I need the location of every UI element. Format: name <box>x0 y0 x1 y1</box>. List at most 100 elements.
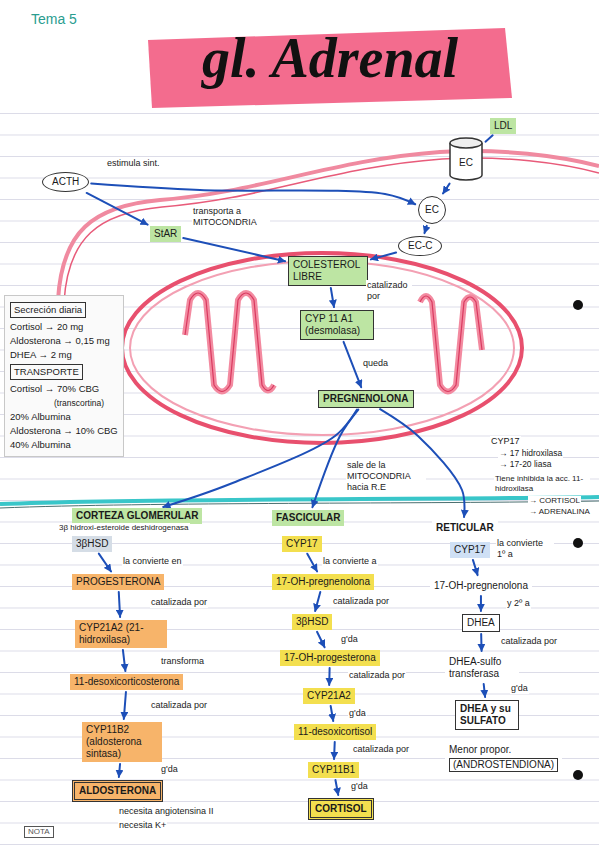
node-text: CYP21A2 <box>307 690 351 702</box>
node-text: COLESTEROL LIBRE <box>293 259 363 283</box>
node-text: 17-OH-pregnenolona <box>434 580 528 592</box>
edge-label: la convierte en <box>122 556 183 567</box>
cell-membrane <box>64 158 599 302</box>
node-text: 3βHSD <box>76 538 108 550</box>
mitochondrial-cristae <box>420 296 482 392</box>
enzyme-note: Tiene inhibida la acc. 11-hidroxilasa <box>494 474 590 494</box>
node-text: 20% Albumina <box>10 410 118 424</box>
node-text: ACTH <box>52 176 79 188</box>
pathway-arrow <box>163 410 357 507</box>
edge-label: queda <box>362 358 389 369</box>
requirement-note: necesita K+ <box>118 820 167 831</box>
node-text: Menor propor. <box>449 744 558 756</box>
node-text: CYP17 <box>454 544 486 556</box>
enzyme-box: 3βHSD <box>292 614 332 630</box>
pathway-arrow <box>424 226 426 233</box>
node-text: 17-OH-pregnenolona <box>276 576 370 588</box>
enzyme-box: CYP11B2 (aldosterona sintasa) <box>82 722 162 762</box>
product-box: PREGNENOLONA <box>318 390 414 408</box>
node-text: Aldosterona → 0,15 mg <box>10 334 118 348</box>
node-text: DHEA → 2 mg <box>10 348 118 362</box>
zone-heading: FASCICULAR <box>272 510 344 526</box>
hormone-oval: ACTH <box>42 172 89 192</box>
hormone-box: DHEA y su SULFATO <box>455 700 519 730</box>
pathway-arrow <box>371 253 396 260</box>
enzyme-note: → CORTISOL <box>528 496 581 506</box>
edge-label: catalizada por <box>332 596 390 607</box>
steroid-box: 17-OH-progesterona <box>280 650 380 666</box>
node-text: DHEA <box>467 617 495 629</box>
steroid-box: 11-desoxicorticosterona <box>70 674 183 690</box>
mitochondrial-cristae <box>420 296 482 392</box>
node-text: CORTISOL <box>315 803 367 815</box>
enzyme-box: CYP17 <box>282 536 322 552</box>
binder-hole <box>573 770 583 780</box>
node-text: Secreción diaria <box>10 302 86 318</box>
node-text: 3βHSD <box>296 616 328 628</box>
edge-label: catalizada por <box>352 744 410 755</box>
page-footer: NOTA <box>24 826 54 838</box>
node-text: Aldosterona → 10% CBG <box>10 424 118 438</box>
pathway-arrow <box>183 238 285 261</box>
node-text: PROGESTERONA <box>76 576 160 588</box>
topic-number: Tema 5 <box>30 10 78 28</box>
node-text: RETICULAR <box>436 522 494 534</box>
enzyme-box: CYP21A2 <box>303 688 355 704</box>
hormone-box: CORTISOL <box>308 798 374 820</box>
edge-label: transporta a MITOCONDRIA <box>192 206 270 228</box>
node-text: LDL <box>494 120 512 132</box>
enzyme-box: 3βHSD <box>72 536 112 552</box>
node-text: 40% Albumina <box>10 438 118 452</box>
node-text: DHEA y su SULFATO <box>460 703 514 727</box>
edge-label: catalizada por <box>500 636 558 647</box>
pathway-arrow <box>331 288 334 307</box>
edge-label: g'da <box>160 764 179 775</box>
lipoprotein-box: LDL <box>490 118 516 134</box>
node-text: StAR <box>154 228 177 240</box>
pathway-arrow <box>315 592 320 611</box>
ruled-paper <box>0 113 599 848</box>
enzyme-box: CYP 11 A1 (desmolasa) <box>300 310 374 340</box>
edge-label: transforma <box>160 656 205 667</box>
edge-label: g'da <box>350 781 369 792</box>
pathway-arrow <box>480 596 482 611</box>
ester-oval: EC-C <box>398 236 442 256</box>
steroid-box: DHEA <box>462 614 500 632</box>
node-text: FASCICULAR <box>276 512 340 524</box>
edge-label: catalizada por <box>150 700 208 711</box>
ester-cylinder: EC <box>448 136 484 182</box>
cylinder-top <box>450 138 482 148</box>
enzyme-note: → ADRENALINA <box>528 507 591 517</box>
edge-label: catalizada por <box>150 597 208 608</box>
node-text: ALDOSTERONA <box>79 785 156 797</box>
enzyme-note: → 17-20 liasa <box>498 459 552 470</box>
node-text: 11-desoxicorticosterona <box>74 676 179 688</box>
edge-label: la convierte a <box>322 556 378 567</box>
edge-label: g'da <box>348 708 367 719</box>
node-text: Cortisol → 70% CBG <box>10 382 118 396</box>
edge-label: sale de la MITOCONDRIA hacia R.E <box>346 460 426 493</box>
mitochondrial-cristae <box>185 293 274 392</box>
node-text: PREGNENOLONA <box>323 393 409 405</box>
pathway-arrow <box>335 780 338 795</box>
binder-hole <box>573 538 583 548</box>
steroid-box: 11-desoxicortisol <box>294 724 376 740</box>
node-text: CORTEZA GLOMERULAR <box>76 510 198 522</box>
pathway-arrow <box>124 692 126 719</box>
pathway-arrow <box>99 554 111 572</box>
mitochondrion-outer <box>122 253 522 443</box>
substrate-box: COLESTEROL LIBRE <box>288 256 368 286</box>
pathway-arrow <box>123 650 126 671</box>
enzyme-box: CYP11B1 <box>308 762 359 778</box>
node-text: EC <box>459 157 473 169</box>
edge-label: estimula sint. <box>106 158 161 169</box>
pathway-arrow <box>119 764 120 777</box>
steroid-box: PROGESTERONA <box>72 574 164 590</box>
edge-label: y 2º a <box>506 598 531 609</box>
ester-circle: EC <box>418 196 446 224</box>
edge-label: la convierte 1º a <box>496 538 554 560</box>
enzyme-box: CYP21A2 (21-hidroxilasa) <box>75 620 167 648</box>
pathway-arrow <box>333 742 336 759</box>
